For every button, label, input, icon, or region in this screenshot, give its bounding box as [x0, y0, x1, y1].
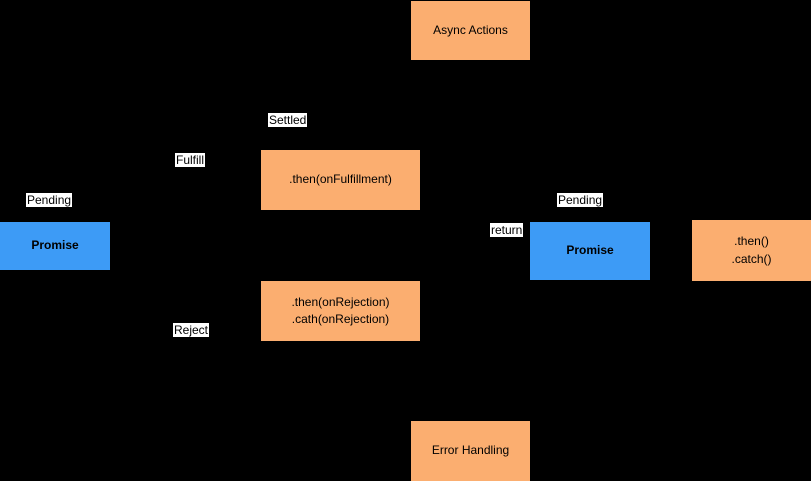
- node-label: Async Actions: [433, 22, 508, 37]
- node-label: .then(onFulfillment): [289, 172, 392, 187]
- edge-label-fulfill: Fulfill: [175, 153, 206, 167]
- node-label: .then() .catch(): [731, 234, 772, 266]
- node-promise-left[interactable]: Promise: [0, 222, 110, 270]
- edge-label-return: return: [490, 223, 524, 237]
- node-error-handling[interactable]: Error Handling: [411, 421, 530, 481]
- edge-label-pending-left: Pending: [26, 193, 73, 207]
- node-promise-right[interactable]: Promise: [530, 222, 650, 280]
- node-label: .then(onRejection) .cath(onRejection): [291, 294, 390, 326]
- edge-label-reject: Reject: [173, 323, 210, 337]
- node-async-actions[interactable]: Async Actions: [411, 1, 530, 60]
- node-then-catch[interactable]: .then() .catch(): [692, 220, 811, 281]
- node-then-on-fulfillment[interactable]: .then(onFulfillment): [261, 150, 420, 210]
- node-label: Error Handling: [431, 443, 510, 458]
- node-then-catch-on-rejection[interactable]: .then(onRejection) .cath(onRejection): [261, 281, 420, 341]
- node-label: Promise: [31, 238, 79, 253]
- edge-label-settled: Settled: [268, 113, 308, 127]
- node-label: Promise: [566, 243, 614, 258]
- edge-label-pending-right: Pending: [557, 193, 604, 207]
